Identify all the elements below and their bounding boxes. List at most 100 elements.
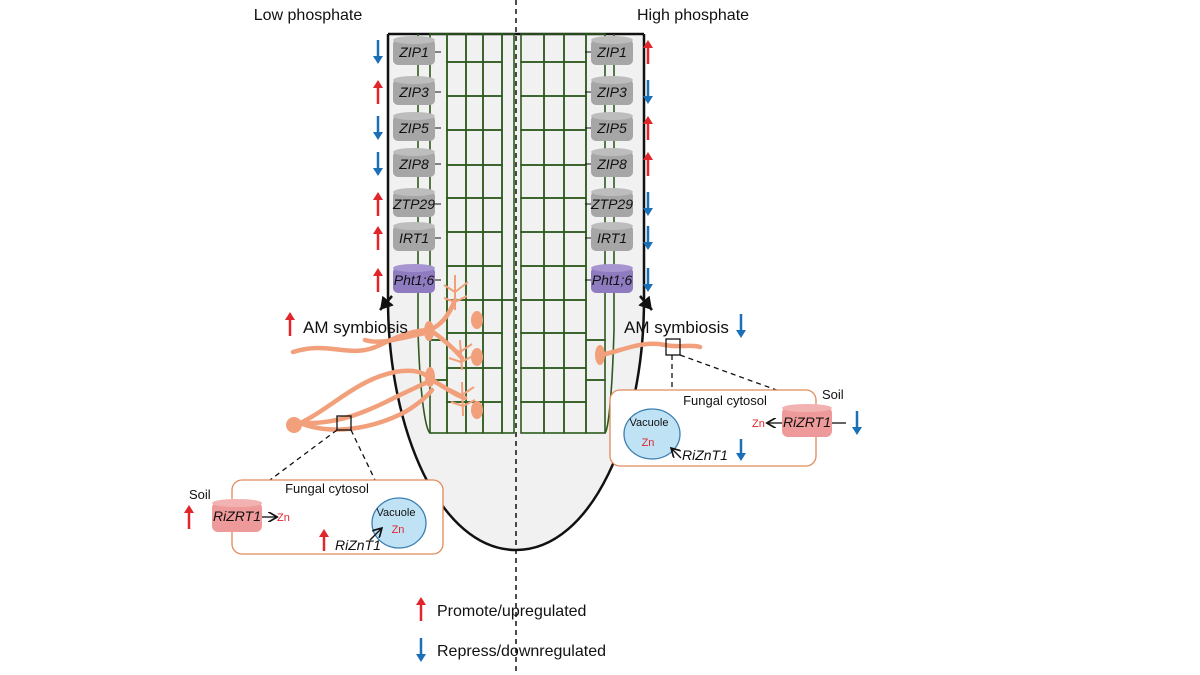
transporter-label: ZTP29 [392,196,435,212]
left-vacuole-label: Vacuole [377,507,416,519]
left-spore [286,417,302,433]
left-riznt1-updown [319,529,329,551]
legend-up-arrow [416,597,426,621]
right-down-arrow-icon [643,226,653,250]
header-low-phosphate: Low phosphate [254,7,363,24]
left-vacuole-zn: Zn [392,524,405,536]
right-riznt1-updown [736,439,746,461]
left-arbuscules [443,275,476,417]
left-vesicles [286,311,483,433]
right-down-arrow-icon [643,268,653,292]
right-transporter-zip1: ZIP1 [585,36,633,65]
left-down-arrow-icon [373,40,383,64]
up-arrow-icon [285,312,295,336]
left-vacuole [371,497,427,549]
right-transporter-zip5: ZIP5 [585,112,633,141]
transporter-label: ZIP8 [398,156,429,172]
transporter-label: ZIP5 [596,120,627,136]
right-transporter-zip3: ZIP3 [585,76,633,105]
transporter-label: Pht1;6 [394,272,435,288]
right-am-label: AM symbiosis [624,318,729,337]
right-transporter-irt1: IRT1 [585,222,633,251]
up-arrow-icon [416,597,426,621]
left-up-arrow-icon [373,226,383,250]
down-arrow-icon [736,314,746,338]
right-am-arrow [736,314,746,338]
transporter-label: ZTP29 [590,196,633,212]
left-transporter-irt1: IRT1 [393,222,441,251]
left-pht-arrow [379,295,394,311]
left-transporter-zip3: ZIP3 [393,76,441,105]
left-zn-out: Zn [277,512,290,524]
left-cytosol-label: Fungal cytosol [285,481,369,496]
right-rizrt1-updown [852,411,862,435]
right-zn-out: Zn [752,418,765,430]
right-hypha [595,341,703,365]
left-riznt1-arrow-line [369,529,381,541]
up-arrow-icon [319,529,329,551]
right-pht-arrow [638,295,653,311]
right-vacuole [623,408,681,460]
left-soil-label: Soil [189,487,211,502]
right-zoom-box [665,338,681,356]
left-hyphae [290,297,468,432]
left-transporter-zip5: ZIP5 [393,112,441,141]
left-zoom-line-b [350,429,376,481]
right-down-arrow-icon [643,192,653,216]
right-rizrt1-label: RiZRT1 [783,414,831,430]
transporter-label: ZIP1 [596,44,627,60]
header-high-phosphate: High phosphate [637,7,749,24]
right-up-arrow-icon [643,40,653,64]
left-up-arrow-icon [373,80,383,104]
left-up-arrow-icon [373,268,383,292]
transporter-label: ZIP5 [398,120,429,136]
left-rizrt1-label: RiZRT1 [213,508,261,524]
left-am-label: AM symbiosis [303,318,408,337]
right-down-arrow-icon [643,80,653,104]
transporter-label: ZIP1 [398,44,429,60]
right-transporter-zip8: ZIP8 [585,148,633,177]
right-zoom-line-b [679,354,783,393]
transporter-label: ZIP3 [596,84,627,100]
right-rizrt1-channel [782,404,832,437]
down-arrow-icon [736,439,746,461]
right-up-arrow-icon [643,152,653,176]
left-up-arrow-icon [373,192,383,216]
legend-down-arrow [416,638,426,662]
left-transporter-zip8: ZIP8 [393,148,441,177]
root-cell [585,379,606,434]
left-transporter-pht16: Pht1;6 [393,264,441,293]
left-down-arrow-icon [373,152,383,176]
legend-down-label: Repress/downregulated [437,643,606,660]
transporter-label: ZIP3 [398,84,429,100]
transporter-label: IRT1 [597,230,627,246]
right-riznt1-label: RiZnT1 [682,447,728,463]
transporter-label: IRT1 [399,230,429,246]
left-rizrt1-channel [212,499,262,532]
right-vacuole-zn: Zn [642,437,655,449]
transporter-label: ZIP8 [596,156,627,172]
down-arrow-icon [416,638,426,662]
transporter-label: Pht1;6 [592,272,633,288]
left-zoom-line-a [269,429,338,481]
right-riznt1-arrow-line [672,449,682,459]
left-rizrt1-arrow [184,505,194,529]
down-arrow-icon [852,411,862,435]
right-transporter-pht16: Pht1;6 [585,264,633,293]
left-transporter-ztp29: ZTP29 [392,188,441,217]
left-transporter-zip1: ZIP1 [393,36,441,65]
left-down-arrow-icon [373,116,383,140]
left-zoom-box [336,415,352,431]
right-soil-label: Soil [822,387,844,402]
right-cytosol-label: Fungal cytosol [683,393,767,408]
root-cell [501,299,515,434]
right-up-arrow-icon [643,116,653,140]
left-riznt1-label: RiZnT1 [335,537,381,553]
right-vacuole-label: Vacuole [630,417,669,429]
left-am-arrow [285,312,295,336]
legend-up-label: Promote/upregulated [437,603,586,620]
right-transporter-ztp29: ZTP29 [585,188,633,217]
